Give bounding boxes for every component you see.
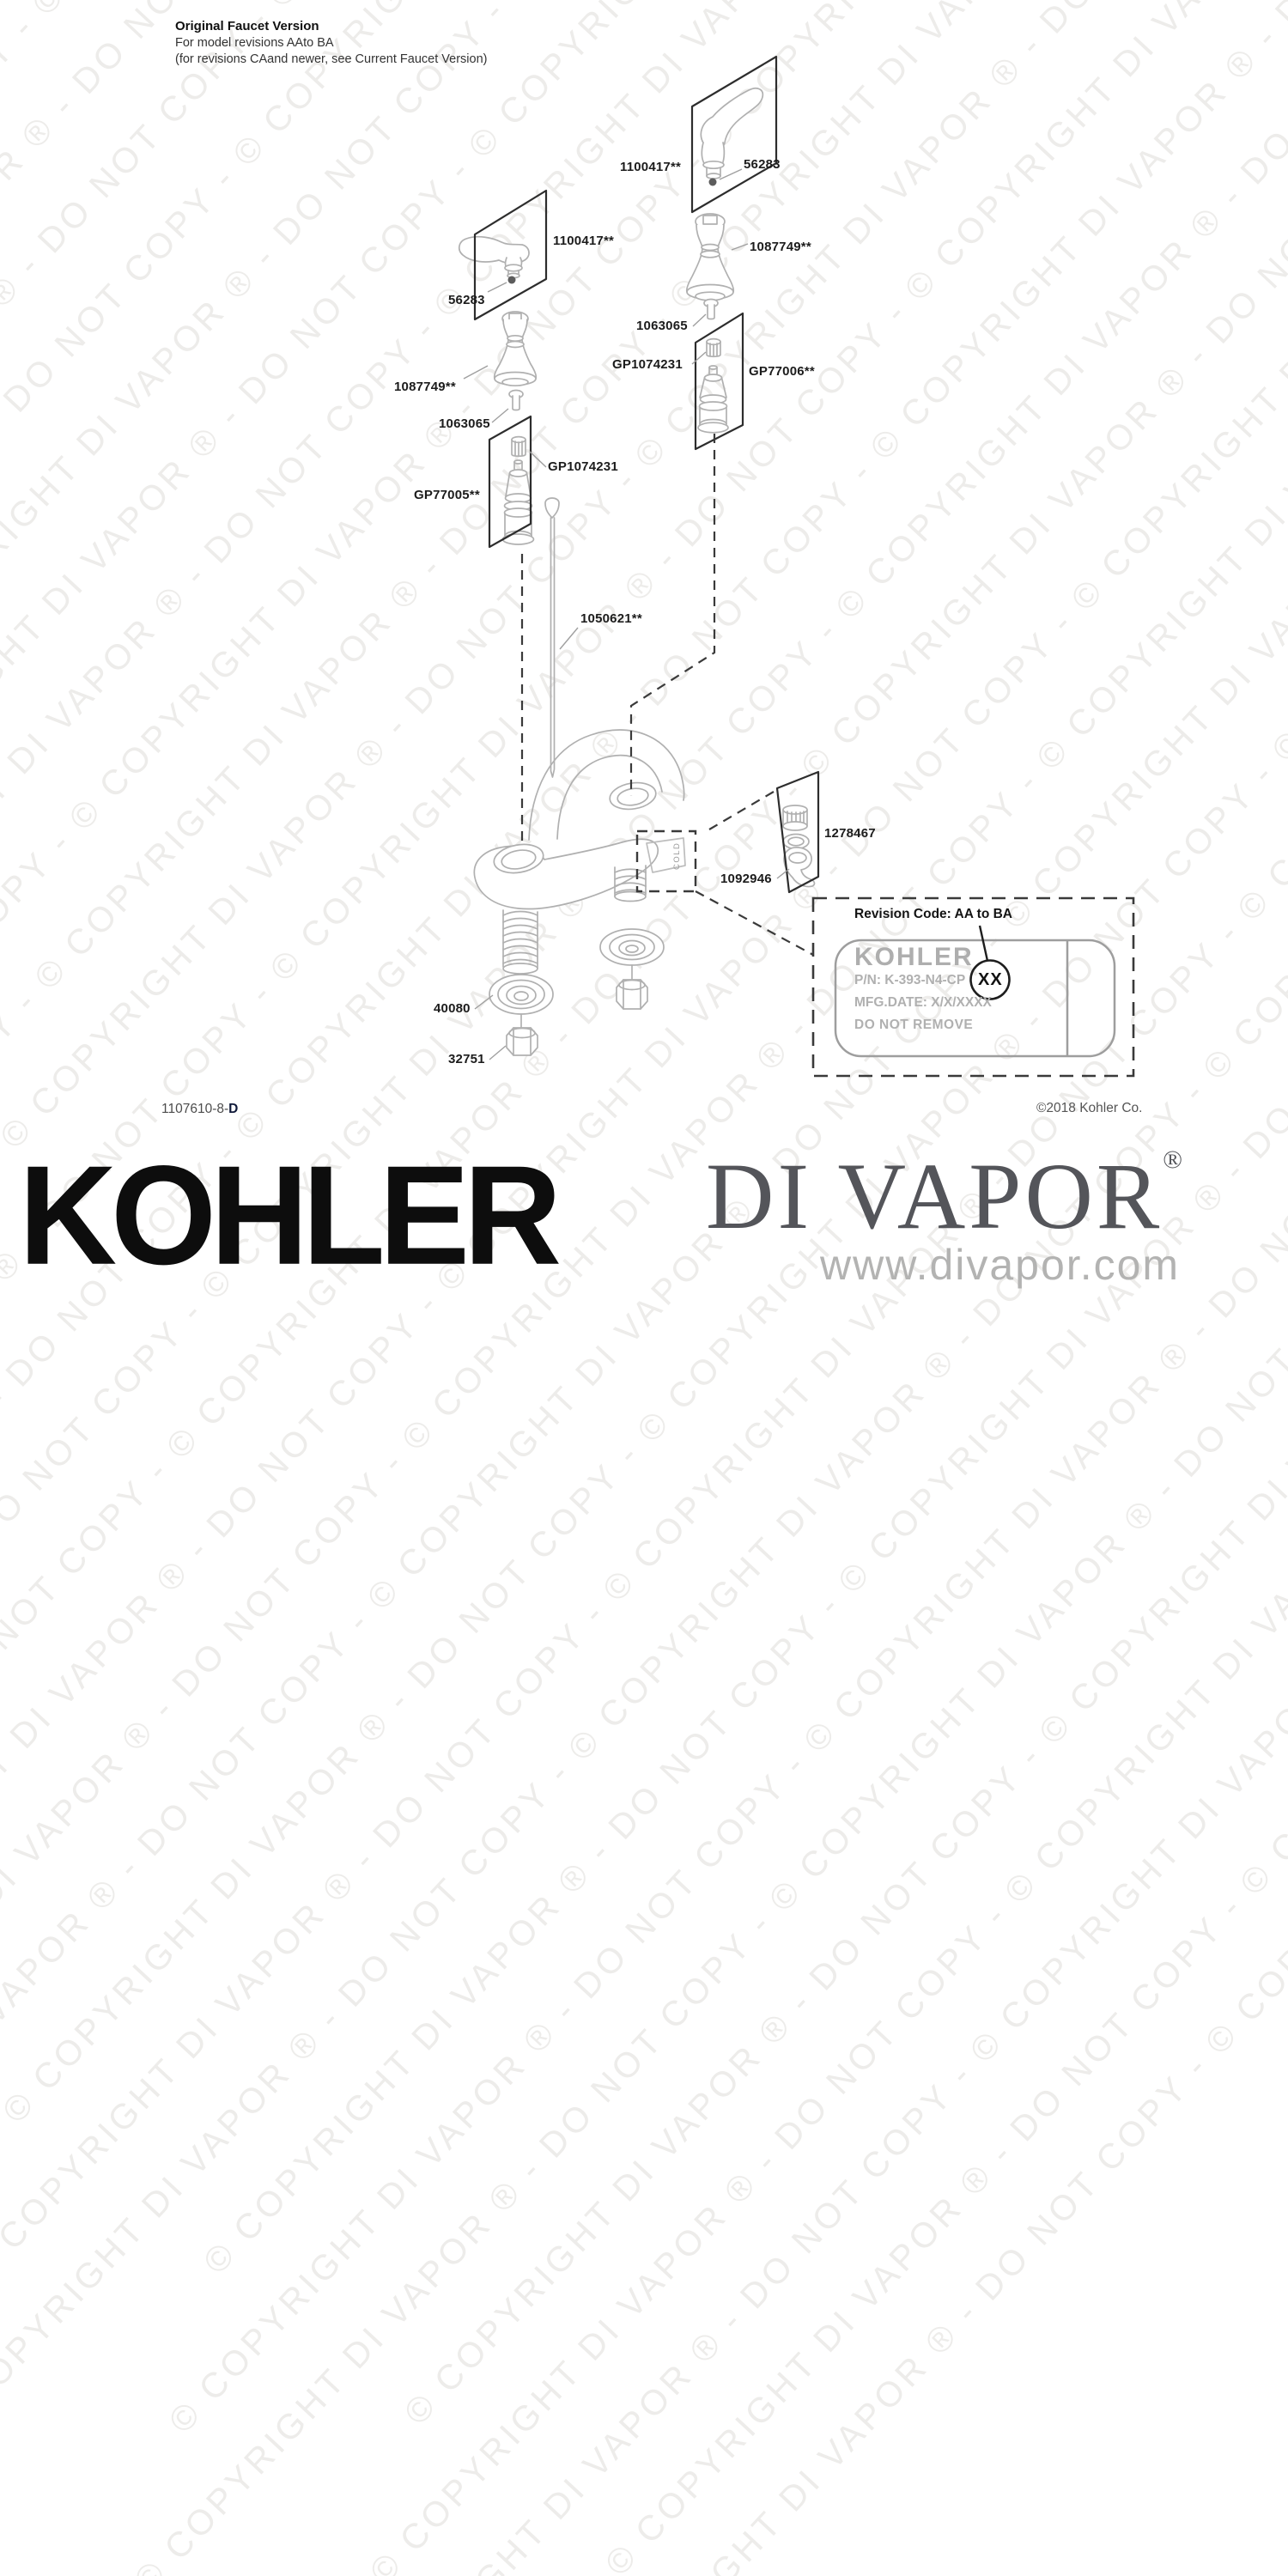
part-label-56283-left: 56283 (448, 293, 485, 307)
spray-elbow-parts-art (782, 805, 816, 888)
divapor-logo: DI VAPOR® (706, 1142, 1182, 1251)
right-set-screw-dot (708, 178, 717, 186)
document-number: 1107610-8-D (161, 1102, 238, 1117)
right-nut-art (616, 979, 648, 1010)
revision-tag-brand: KOHLER (854, 943, 974, 971)
right-washer-art (599, 928, 665, 980)
revision-dashed-box (811, 896, 1135, 1078)
lift-rod-art (544, 497, 560, 778)
left-nut-art (506, 1027, 538, 1056)
revision-code-heading: Revision Code: AA to BA (854, 907, 1012, 921)
part-label-1100417-left: 1100417** (553, 234, 615, 248)
part-label-40080: 40080 (434, 1001, 471, 1016)
document-revision-letter: D (228, 1102, 239, 1116)
part-label-gp77005: GP77005** (414, 488, 480, 502)
revision-tag-code-placeholder: XX (978, 970, 1003, 989)
part-label-1063065-left: 1063065 (439, 416, 490, 431)
part-label-1087749-right: 1087749** (750, 240, 811, 254)
document-number-base: 1107610-8- (161, 1102, 229, 1116)
left-set-screw-dot (507, 276, 516, 284)
right-adapter-art (706, 337, 721, 358)
registered-trademark-icon: ® (1163, 1145, 1183, 1174)
part-panels (473, 55, 820, 894)
revision-tag-part-number: P/N: K-393-N4-CP (854, 973, 966, 987)
part-label-1092946: 1092946 (720, 872, 772, 886)
right-valve-art (697, 365, 729, 434)
drawing-subtitle-1: For model revisions AAto BA (175, 36, 334, 50)
kohler-logo: KOHLER (19, 1137, 562, 1295)
cold-tag-art (646, 837, 686, 873)
label-leader-lines (463, 168, 790, 1060)
part-label-1050621: 1050621** (580, 611, 642, 626)
left-adapter-art (511, 435, 526, 458)
revision-label-art (834, 925, 1116, 1058)
cold-port-tag: COLD (672, 841, 682, 870)
part-label-32751: 32751 (448, 1052, 485, 1066)
part-label-gp1074231-right: GP1074231 (612, 357, 683, 372)
drawing-header: Original Faucet Version For model revisi… (175, 19, 487, 66)
kohler-copyright: ©2018 Kohler Co. (1036, 1101, 1143, 1115)
left-handle-art (458, 235, 530, 279)
part-label-gp77006: GP77006** (749, 364, 815, 379)
right-screw-art (703, 298, 719, 320)
revision-tag-warning: DO NOT REMOVE (854, 1018, 974, 1032)
divapor-logo-text: DI VAPOR (706, 1144, 1163, 1249)
left-screw-art (508, 389, 524, 411)
faucet-exploded-diagram (458, 55, 1135, 1078)
revision-tag-mfg-date: MFG.DATE: X/X/XXXX (854, 995, 992, 1010)
left-washer-art (489, 974, 554, 1028)
part-label-1063065-right: 1063065 (636, 319, 688, 333)
part-label-1278467: 1278467 (824, 826, 876, 841)
dashed-leader-lines (520, 434, 814, 956)
part-label-56283-right: 56283 (744, 157, 781, 172)
drawing-title: Original Faucet Version (175, 19, 319, 33)
right-bonnet-art (685, 213, 735, 301)
drawing-subtitle-2: (for revisions CAand newer, see Current … (175, 52, 488, 66)
part-label-1100417-right: 1100417** (620, 160, 682, 174)
left-bonnet-art (493, 311, 538, 387)
part-label-1087749-left: 1087749** (394, 380, 456, 394)
divapor-url: www.divapor.com (820, 1241, 1181, 1289)
part-label-gp1074231-left: GP1074231 (548, 459, 618, 474)
cold-detail-dashed-box (635, 829, 697, 893)
